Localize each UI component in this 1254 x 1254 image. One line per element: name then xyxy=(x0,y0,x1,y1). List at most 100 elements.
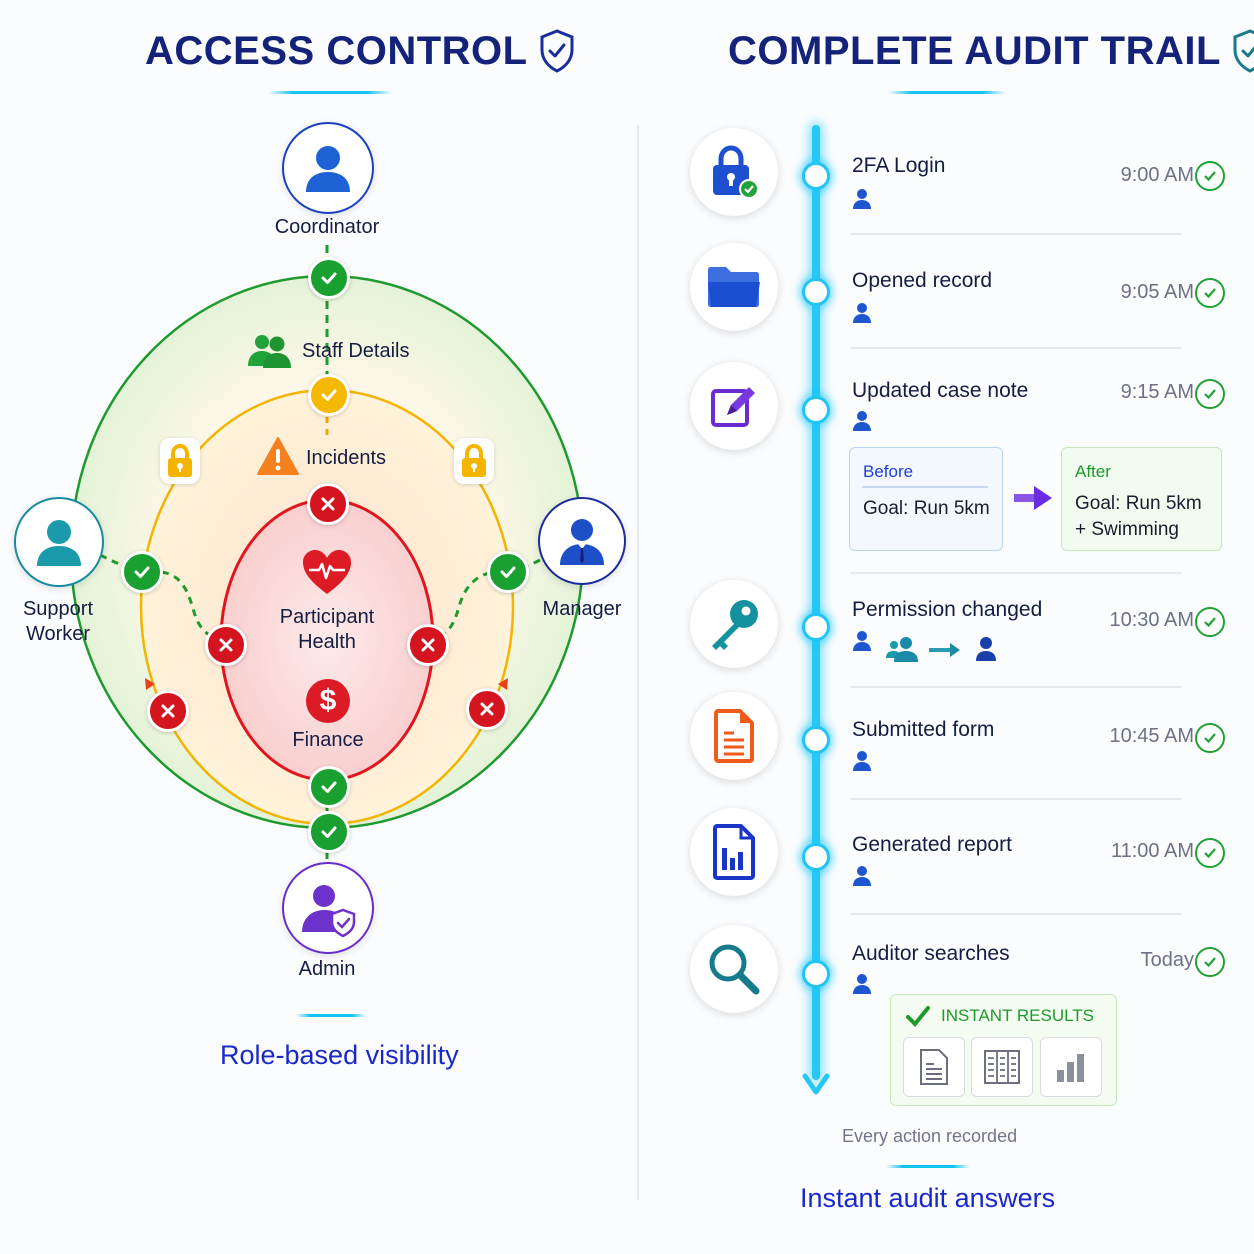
event-title: Auditor searches xyxy=(852,942,1010,965)
row-separator xyxy=(850,233,1182,235)
event-time: 10:45 AM xyxy=(1109,725,1194,747)
allow-badge xyxy=(308,766,350,808)
allow-badge xyxy=(308,811,350,853)
support-worker-label: Support Worker xyxy=(2,597,114,647)
heart-pulse-icon xyxy=(303,550,351,594)
support-worker-line2: Worker xyxy=(25,623,91,645)
incidents-label: Incidents xyxy=(306,447,387,469)
verified-check-icon xyxy=(1195,947,1225,977)
event-time: Today xyxy=(1140,949,1194,971)
event-time: 9:15 AM xyxy=(1120,381,1194,403)
check-icon xyxy=(321,389,337,401)
edit-icon xyxy=(690,362,778,450)
support-worker-avatar[interactable] xyxy=(14,497,104,587)
after-value-line1: Goal: Run 5km xyxy=(1075,493,1202,514)
timeline-node xyxy=(802,278,830,306)
document-icon xyxy=(690,692,778,780)
event-title: 2FA Login xyxy=(852,154,946,177)
table-icon xyxy=(984,1050,1020,1084)
support-worker-line1: Support xyxy=(22,598,94,620)
user-icon xyxy=(853,631,871,651)
verified-check-icon xyxy=(1195,607,1225,637)
event-time: 9:05 AM xyxy=(1120,281,1194,303)
deny-badge xyxy=(147,690,189,732)
folder-icon xyxy=(690,243,778,331)
deny-badge xyxy=(307,483,349,525)
check-icon xyxy=(906,1006,930,1027)
user-icon xyxy=(853,751,871,771)
event-title: Updated case note xyxy=(852,379,1029,402)
timeline-node xyxy=(802,162,830,190)
row-separator xyxy=(850,572,1182,574)
user-icon xyxy=(853,303,871,323)
instant-results-label: INSTANT RESULTS xyxy=(941,1006,1095,1025)
lock-icon xyxy=(454,438,494,484)
dollar-icon: $ xyxy=(306,679,350,723)
event-title: Generated report xyxy=(852,833,1012,856)
audit-trail-title: COMPLETE AUDIT TRAIL xyxy=(728,28,1254,74)
user-icon xyxy=(853,189,871,209)
access-control-title: ACCESS CONTROL xyxy=(145,28,576,74)
finance-label: Finance xyxy=(292,729,364,751)
check-icon xyxy=(500,566,516,578)
admin-shield-icon xyxy=(302,885,356,938)
user-icon xyxy=(853,866,871,886)
admin-avatar[interactable] xyxy=(282,862,374,954)
check-icon xyxy=(321,272,337,284)
staff-details-label: Staff Details xyxy=(302,340,410,362)
participant-health-line2: Health xyxy=(298,631,356,653)
allow-badge xyxy=(487,551,529,593)
timeline-line xyxy=(812,125,820,1080)
denied-arrow-left xyxy=(145,678,155,690)
arrow-right-icon xyxy=(929,643,960,657)
row-separator xyxy=(850,686,1182,688)
user-icon xyxy=(853,974,871,994)
check-icon xyxy=(134,566,150,578)
timeline-node xyxy=(802,843,830,871)
row-separator xyxy=(850,347,1182,349)
lock-icon xyxy=(160,438,200,484)
timeline-node xyxy=(802,613,830,641)
x-icon xyxy=(161,704,175,718)
padlock-check-icon xyxy=(690,128,778,216)
section-divider xyxy=(637,125,639,1200)
manager-icon xyxy=(560,519,604,565)
title-underline xyxy=(268,91,392,94)
instant-audit-answers-caption: Instant audit answers xyxy=(800,1183,1056,1213)
caption-underline xyxy=(296,1014,366,1017)
result-document-tile[interactable] xyxy=(903,1037,965,1097)
access-rings xyxy=(69,245,585,870)
x-icon xyxy=(321,497,335,511)
verified-check-icon xyxy=(1195,278,1225,308)
coordinator-avatar[interactable] xyxy=(282,122,374,214)
verified-check-icon xyxy=(1195,379,1225,409)
title-underline xyxy=(888,91,1006,94)
check-icon xyxy=(321,826,337,838)
row-separator xyxy=(850,798,1182,800)
people-icon xyxy=(248,335,291,368)
check-icon xyxy=(321,781,337,793)
result-table-tile[interactable] xyxy=(971,1037,1033,1097)
event-title: Opened record xyxy=(852,269,993,292)
event-time: 9:00 AM xyxy=(1120,164,1194,186)
before-divider xyxy=(862,486,988,488)
person-icon xyxy=(306,146,350,192)
event-title: Permission changed xyxy=(852,598,1043,621)
role-based-visibility-caption: Role-based visibility xyxy=(220,1040,459,1070)
person-icon xyxy=(37,520,81,566)
result-chart-tile[interactable] xyxy=(1040,1037,1102,1097)
participant-health-label: Participant Health xyxy=(262,605,392,655)
document-icon xyxy=(920,1049,948,1085)
x-icon xyxy=(219,638,233,652)
timeline-node xyxy=(802,960,830,988)
manager-avatar[interactable] xyxy=(538,497,626,585)
coordinator-label: Coordinator xyxy=(274,216,380,238)
after-value: Goal: Run 5km + Swimming xyxy=(1075,491,1202,543)
timeline-node xyxy=(802,726,830,754)
admin-label: Admin xyxy=(298,958,356,980)
denied-arrow-right xyxy=(498,678,508,690)
after-card: After Goal: Run 5km + Swimming xyxy=(1061,447,1222,551)
x-icon xyxy=(421,638,435,652)
before-card: Before Goal: Run 5km xyxy=(849,447,1003,551)
verified-check-icon xyxy=(1195,723,1225,753)
